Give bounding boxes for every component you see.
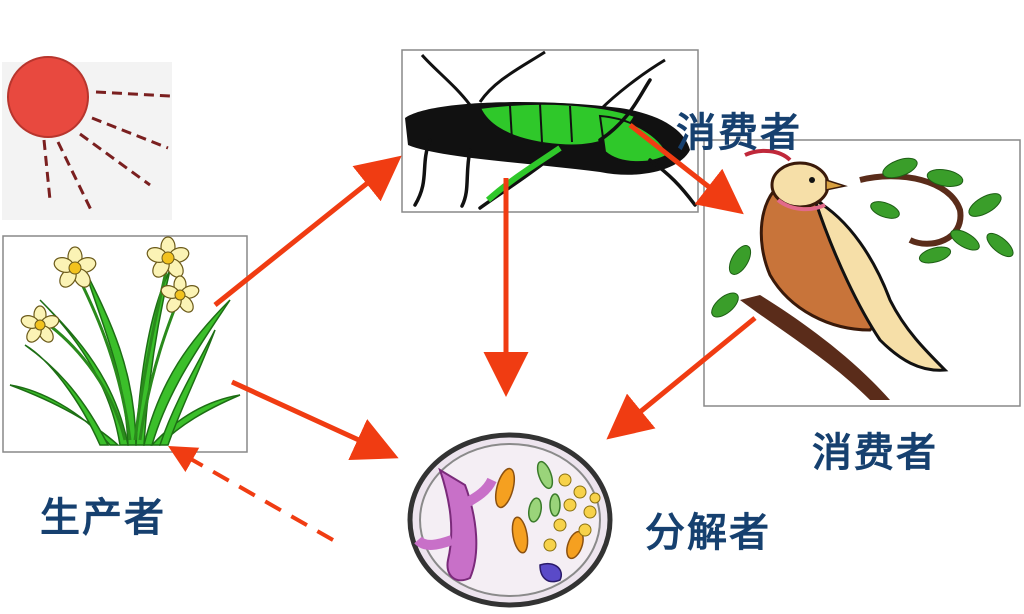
- producer-label: 生产者: [40, 495, 166, 541]
- decomposer-label: 分解者: [645, 510, 771, 556]
- arrow-producer-to-grasshopper: [213, 155, 402, 307]
- grasshopper-icon: [401, 49, 699, 213]
- arrow-decomposer-to-producer-dashed: [168, 446, 334, 542]
- primary-consumer-label: 消费者: [676, 110, 802, 156]
- secondary-consumer-label: 消费者: [812, 430, 938, 476]
- arrow-bird-to-decomposer: [606, 316, 757, 440]
- arrows: [168, 123, 757, 542]
- daffodil-plant-icon: [2, 235, 248, 453]
- bird-icon: [703, 139, 1021, 407]
- arrow-grasshopper-to-bird: [628, 123, 744, 215]
- sun-icon: [2, 56, 172, 220]
- microbes-dish-icon: [407, 432, 613, 608]
- arrow-producer-to-decomposer: [230, 379, 399, 460]
